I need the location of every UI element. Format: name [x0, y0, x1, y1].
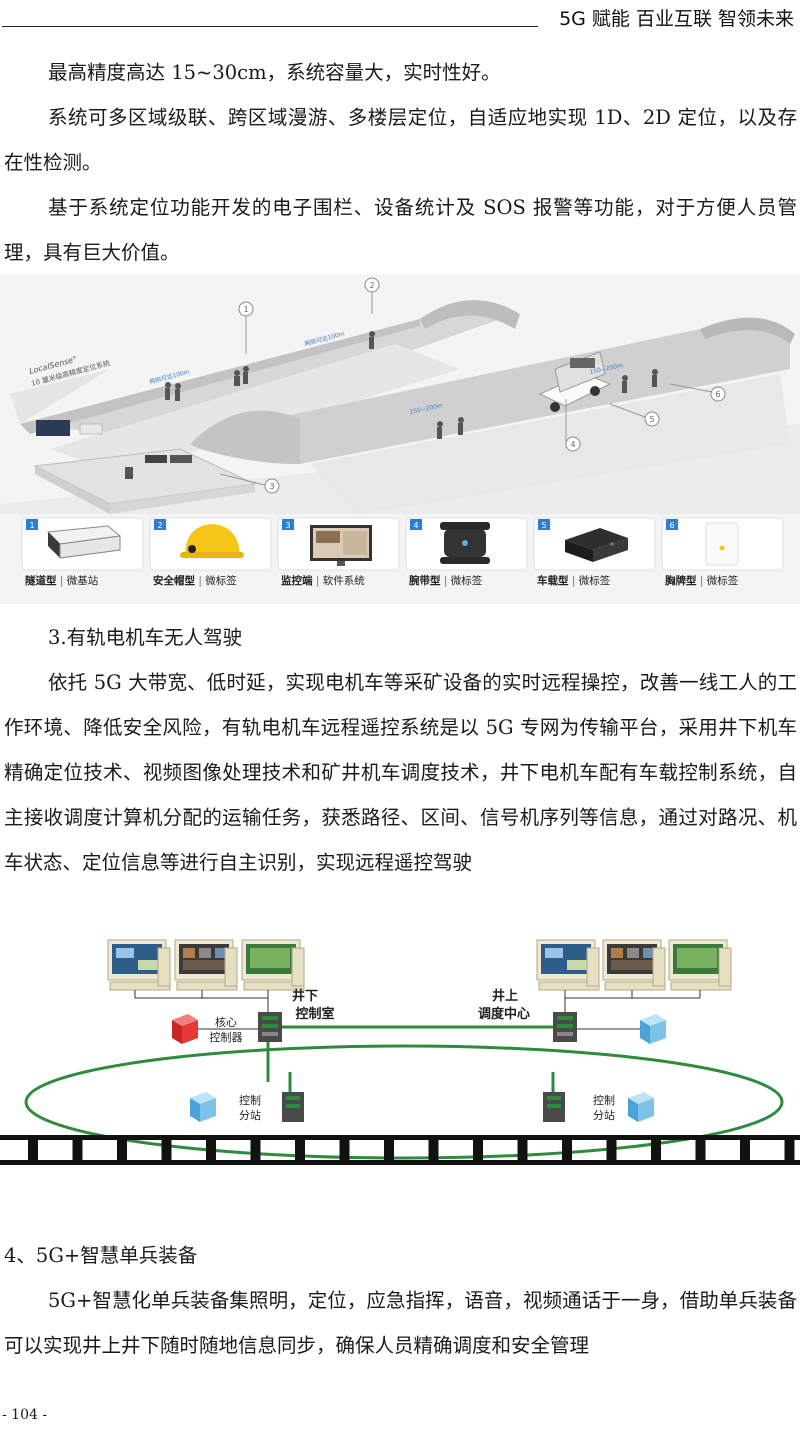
- product-num: 1: [29, 521, 34, 530]
- rail-sleeper: [117, 1135, 127, 1165]
- rail-sleeper: [562, 1135, 572, 1165]
- paragraph-accuracy: 最高精度高达 15~30cm，系统容量大，实时性好。: [48, 61, 501, 84]
- section-4-heading: 4、5G+智慧单兵装备: [4, 1244, 198, 1267]
- header-rule: [2, 26, 538, 27]
- underground-room-label: 控制室: [295, 1006, 334, 1022]
- rail-loop: [24, 1044, 784, 1160]
- product-card-4: 4 腕带型 | 微标签: [405, 517, 528, 587]
- rail-sleeper: [784, 1135, 795, 1165]
- core-controller-label: 核心: [215, 1015, 237, 1029]
- page-header: 5G 赋能 百业互联 智领未来: [0, 0, 800, 30]
- rail-sleeper: [250, 1135, 261, 1165]
- substation-cube-right-icon: [628, 1092, 654, 1122]
- product-card-1: 1 隧道型 | 微基站: [21, 517, 144, 587]
- surface-center-label: 调度中心: [478, 1006, 530, 1022]
- workstations-right: [536, 939, 732, 991]
- product-name: 隧道型 | 微基站: [25, 574, 99, 587]
- rail-sleeper: [651, 1135, 661, 1165]
- vehicle: [538, 351, 612, 412]
- core-controller-label: 控制器: [210, 1030, 243, 1044]
- product-name: 车载型 | 微标签: [537, 574, 611, 587]
- switch-substation-right: [543, 1092, 565, 1122]
- product-name: 胸牌型 | 微标签: [665, 574, 739, 587]
- rail-sleeper: [72, 1135, 83, 1165]
- rail-sleeper: [161, 1135, 172, 1165]
- rail-sleeper: [206, 1135, 216, 1165]
- core-controller-icon: [172, 1014, 198, 1044]
- rail-sleeper: [606, 1135, 617, 1165]
- railway-track: [0, 1135, 800, 1165]
- positioning-system-figure: 两侧可达100m 两侧可达100m 150~200m 150~200m Loca…: [0, 274, 800, 604]
- product-num: 4: [413, 521, 418, 530]
- marker-1: 1: [243, 305, 248, 314]
- product-card-2: 2 安全帽型 | 微标签: [149, 517, 272, 587]
- rail-sleeper: [473, 1135, 483, 1165]
- product-num: 3: [285, 521, 290, 530]
- product-name: 监控端 | 软件系统: [281, 574, 365, 587]
- marker-4: 4: [570, 440, 575, 449]
- rail-sleeper: [28, 1135, 38, 1165]
- switch-surface: [553, 1012, 577, 1042]
- rail-sleeper: [428, 1135, 439, 1165]
- locomotive-network-diagram: 井下 控制室 井上 调度中心 核心 控制器 控制 分站 控制 分站: [0, 939, 800, 1165]
- marker-5: 5: [649, 415, 654, 424]
- rail-sleeper: [517, 1135, 528, 1165]
- control-room: [33, 448, 257, 514]
- product-card-3: 3 监控端 | 软件系统: [277, 517, 400, 587]
- paragraph-cascade: 系统可多区域级联、跨区域漫游、多楼层定位，自适应地实现 1D、2D 定位，以及存…: [4, 106, 797, 174]
- marker-3: 3: [269, 482, 274, 491]
- workstations-left: [107, 939, 305, 991]
- tunnel-front: [190, 317, 795, 514]
- workers: [165, 331, 658, 439]
- product-name: 安全帽型 | 微标签: [153, 574, 237, 587]
- section-3-heading: 3.有轨电机车无人驾驶: [48, 626, 243, 649]
- display-board: [36, 420, 70, 436]
- server-cube-icon: [640, 1014, 666, 1044]
- marker-2: 2: [369, 281, 374, 290]
- switch-underground: [258, 1012, 282, 1042]
- switch-substation-left: [282, 1092, 304, 1122]
- rail-sleeper: [740, 1135, 750, 1165]
- product-num: 6: [669, 521, 674, 530]
- product-num: 5: [541, 521, 546, 530]
- paragraph-single-soldier: 5G+智慧化单兵装备集照明，定位，应急指挥，语音，视频通话于一身，借助单兵装备可…: [4, 1289, 797, 1357]
- underground-room-label: 井下: [292, 988, 318, 1004]
- product-card-5: 5 车载型 | 微标签: [533, 517, 656, 587]
- paragraph-locomotive: 依托 5G 大带宽、低时延，实现电机车等采矿设备的实时远程操控，改善一线工人的工…: [4, 671, 797, 874]
- substation-right-label: 控制: [593, 1093, 615, 1107]
- page-number: - 104 -: [2, 1407, 48, 1423]
- substation-left-label: 控制: [239, 1093, 261, 1107]
- product-name: 腕带型 | 微标签: [409, 574, 483, 587]
- rail-sleeper: [295, 1135, 305, 1165]
- product-num: 2: [157, 521, 162, 530]
- substation-left-label: 分站: [239, 1108, 261, 1122]
- surface-center-label: 井上: [492, 988, 518, 1004]
- paragraph-fence: 基于系统定位功能开发的电子围栏、设备统计及 SOS 报警等功能，对于方便人员管理…: [4, 196, 797, 264]
- tunnel-back: [10, 300, 520, 474]
- substation-cube-left-icon: [190, 1092, 216, 1122]
- header-title: 5G 赋能 百业互联 智领未来: [559, 8, 794, 30]
- rail-sleeper: [339, 1135, 350, 1165]
- rail-sleeper: [695, 1135, 706, 1165]
- marker-group: [238, 277, 726, 494]
- product-card-6: 6 胸牌型 | 微标签: [661, 517, 784, 587]
- marker-6: 6: [715, 390, 720, 399]
- substation-right-label: 分站: [593, 1108, 615, 1122]
- rail-sleeper: [384, 1135, 394, 1165]
